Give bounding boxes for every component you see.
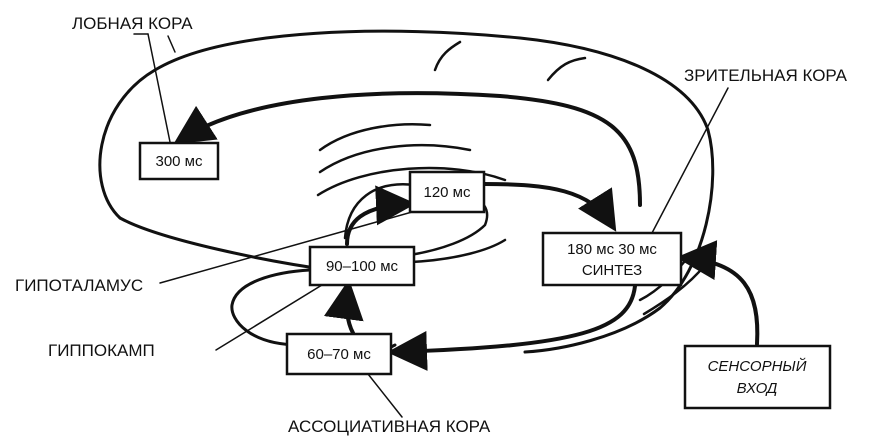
svg-text:300 мс: 300 мс — [155, 153, 203, 170]
svg-text:СЕНСОРНЫЙ: СЕНСОРНЫЙ — [708, 357, 807, 375]
timing-box-120: 120 мс — [408, 170, 486, 214]
label-visual-cortex: ЗРИТЕЛЬНАЯ КОРА — [684, 66, 848, 85]
brain-outline — [98, 29, 715, 372]
sensory-input-box: СЕНСОРНЫЙ ВХОД — [683, 344, 832, 410]
timing-box-visual: 180 мс 30 мс СИНТЕЗ — [541, 231, 683, 287]
label-hippocampus: ГИППОКАМП — [48, 341, 155, 360]
timing-box-hippocampus: 90–100 мс — [308, 245, 416, 287]
svg-text:ВХОД: ВХОД — [737, 380, 778, 397]
svg-text:СИНТЕЗ: СИНТЕЗ — [582, 262, 642, 279]
timing-box-frontal: 300 мс — [138, 141, 220, 181]
label-hypothalamus: ГИПОТАЛАМУС — [15, 276, 143, 295]
svg-text:120 мс: 120 мс — [423, 184, 471, 201]
svg-text:90–100 мс: 90–100 мс — [326, 258, 399, 275]
svg-text:180 мс 30 мс: 180 мс 30 мс — [567, 241, 657, 258]
arrows — [173, 91, 760, 371]
leader-lines — [133, 33, 729, 418]
label-frontal-cortex: ЛОБНАЯ КОРА — [72, 14, 193, 33]
label-association-cortex: АССОЦИАТИВНАЯ КОРА — [288, 417, 491, 436]
svg-text:60–70 мс: 60–70 мс — [307, 346, 371, 363]
timing-box-association: 60–70 мс — [285, 332, 393, 376]
